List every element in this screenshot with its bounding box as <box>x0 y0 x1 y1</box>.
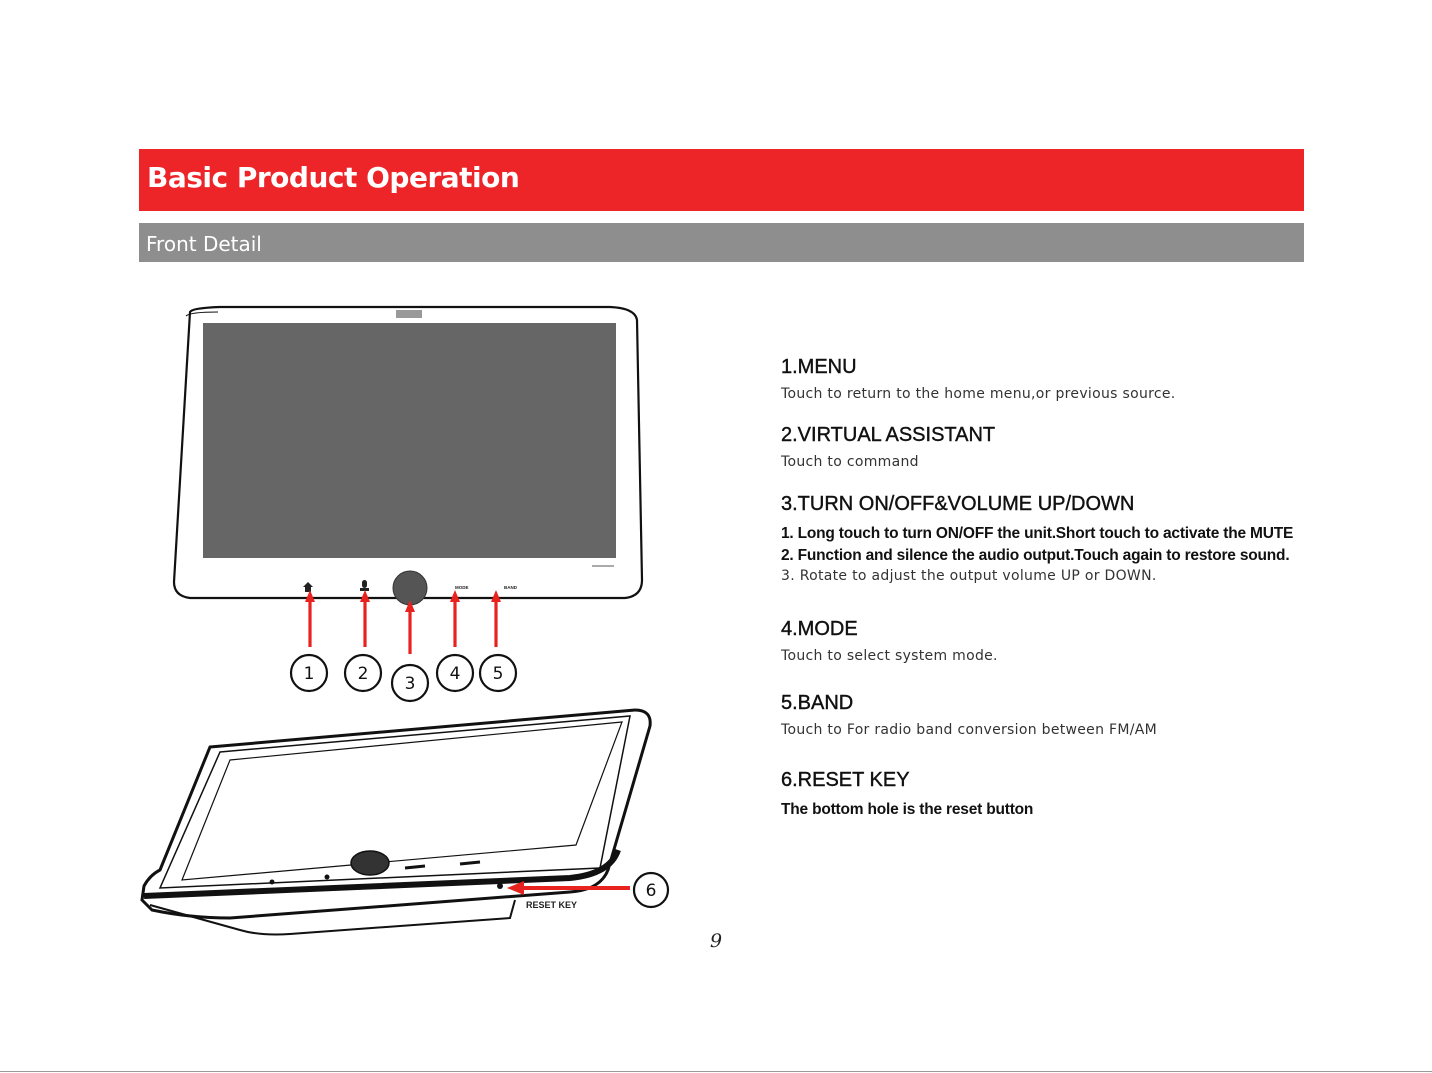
feature-title: 2.VIRTUAL ASSISTANT <box>781 424 996 446</box>
feature-band: 5.BAND Touch to For radio band conversio… <box>781 692 1157 742</box>
reset-callout-arrow <box>507 881 630 895</box>
feature-mode: 4.MODE Touch to select system mode. <box>781 618 998 668</box>
band-button-label: BAND <box>504 585 518 590</box>
page-bottom-rule <box>0 1071 1432 1072</box>
feature-title: 1.MENU <box>781 356 857 378</box>
feature-title: 4.MODE <box>781 618 858 640</box>
device-perspective-view <box>140 708 652 936</box>
feature-title: 5.BAND <box>781 692 854 714</box>
feature-title: 6.RESET KEY <box>781 769 910 791</box>
feature-text: 2. Function and silence the audio output… <box>781 546 1290 564</box>
page-number: 9 <box>710 930 723 952</box>
subsection-bar: Front Detail <box>139 223 1304 262</box>
reset-hole <box>497 883 503 889</box>
callout-arrows <box>305 590 501 654</box>
subsection-title: Front Detail <box>146 232 262 256</box>
feature-title: 3.TURN ON/OFF&VOLUME UP/DOWN <box>781 493 1135 515</box>
power-volume-knob <box>392 570 428 606</box>
section-title-bar: Basic Product Operation <box>139 149 1304 211</box>
callout-2: 2 <box>358 664 369 684</box>
feature-text: Touch to select system mode. <box>781 648 998 664</box>
callout-1: 1 <box>304 664 315 684</box>
callout-5: 5 <box>493 664 504 684</box>
feature-reset-key: 6.RESET KEY The bottom hole is the reset… <box>781 769 1034 821</box>
device-screen <box>203 323 616 558</box>
page-title: Basic Product Operation <box>147 161 520 194</box>
home-icon <box>303 582 313 592</box>
feature-text: Touch to For radio band conversion betwe… <box>781 722 1158 738</box>
feature-virtual-assistant: 2.VIRTUAL ASSISTANT Touch to command <box>781 424 996 474</box>
product-illustration: MODE BAND 1 2 3 4 5 <box>140 305 670 936</box>
device-front-view: MODE BAND <box>172 305 644 606</box>
reset-key-label: RESET KEY <box>526 900 577 910</box>
feature-text: 3. Rotate to adjust the output volume UP… <box>781 568 1157 584</box>
callout-4: 4 <box>450 664 461 684</box>
microphone-icon <box>360 580 369 591</box>
feature-power-volume: 3.TURN ON/OFF&VOLUME UP/DOWN 1. Long tou… <box>781 493 1294 588</box>
mode-button-label: MODE <box>455 585 469 590</box>
feature-text: Touch to return to the home menu,or prev… <box>781 386 1176 402</box>
feature-menu: 1.MENU Touch to return to the home menu,… <box>781 356 1176 406</box>
brand-logo <box>396 310 422 318</box>
callout-6: 6 <box>646 881 657 901</box>
knob-perspective <box>350 850 390 876</box>
feature-text: 1. Long touch to turn ON/OFF the unit.Sh… <box>781 525 1294 542</box>
feature-text: Touch to command <box>781 454 919 470</box>
feature-text: The bottom hole is the reset button <box>781 801 1034 818</box>
callout-3: 3 <box>405 674 416 694</box>
